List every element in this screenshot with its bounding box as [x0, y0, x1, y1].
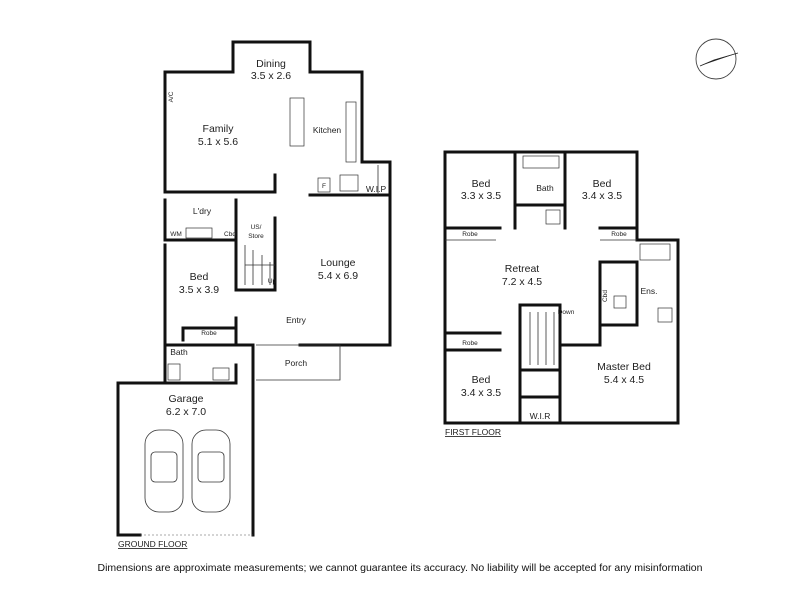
car-icon [144, 429, 184, 513]
room-name-entry: Entry [286, 315, 307, 325]
room-name-bed1: Bed [472, 178, 491, 190]
first-floor-plan [443, 150, 680, 425]
room-name-bed2: Bed [593, 178, 612, 190]
ac-label: A/C [168, 91, 175, 102]
cbd-label: Cbd [224, 231, 236, 238]
wm-label: WM [170, 231, 182, 238]
room-name-garage: Garage [168, 393, 203, 405]
room-name-bath: Bath [170, 347, 188, 357]
room-dims-bed: 3.5 x 3.9 [179, 284, 219, 296]
room-dims-garage: 6.2 x 7.0 [166, 406, 206, 418]
room-name-retreat: Retreat [505, 263, 540, 275]
room-dims-retreat: 7.2 x 4.5 [502, 276, 542, 288]
room-name-robe3: Robe [462, 340, 478, 347]
disclaimer-text: Dimensions are approximate measurements;… [97, 562, 703, 574]
room-name-bed3: Bed [472, 374, 491, 386]
room-dims-bed1: 3.3 x 3.5 [461, 190, 501, 202]
first-floor-label: FIRST FLOOR [445, 427, 501, 437]
room-name-bed: Bed [190, 271, 209, 283]
room-name-master: Master Bed [597, 361, 651, 373]
room-name-robe: Robe [201, 330, 217, 337]
room-name-bath-ff: Bath [536, 183, 554, 193]
room-name-wir: W.I.R [530, 411, 551, 421]
room-dims-dining: 3.5 x 2.6 [251, 70, 291, 82]
ground-floor-label: GROUND FLOOR [118, 539, 187, 549]
fridge-label: F [322, 183, 326, 190]
room-dims-bed3: 3.4 x 3.5 [461, 387, 501, 399]
room-name-wip: W.I.P [366, 184, 387, 194]
room-name-robe1: Robe [462, 231, 478, 238]
room-name-kitchen: Kitchen [313, 125, 342, 135]
cbd-label-ff: Cbd [602, 290, 609, 302]
room-name-family: Family [203, 123, 235, 135]
car-icon [191, 429, 231, 513]
room-name-robe2: Robe [611, 231, 627, 238]
stair-down-label: Down [558, 309, 575, 316]
room-name-store-line1: US/ [251, 224, 262, 231]
room-name-lounge: Lounge [320, 257, 355, 269]
room-name-ens: Ens. [640, 286, 657, 296]
ground-floor-plan [116, 40, 392, 537]
room-name-store-line2: Store [248, 233, 264, 240]
stair-up-label: Up [268, 278, 277, 285]
north-arrow-icon [695, 38, 739, 80]
room-name-laundry: L'dry [193, 206, 212, 216]
room-dims-family: 5.1 x 5.6 [198, 136, 238, 148]
room-name-porch: Porch [285, 358, 307, 368]
room-name-dining: Dining [256, 58, 286, 70]
room-dims-lounge: 5.4 x 6.9 [318, 270, 358, 282]
room-dims-master: 5.4 x 4.5 [604, 374, 644, 386]
room-dims-bed2: 3.4 x 3.5 [582, 190, 622, 202]
